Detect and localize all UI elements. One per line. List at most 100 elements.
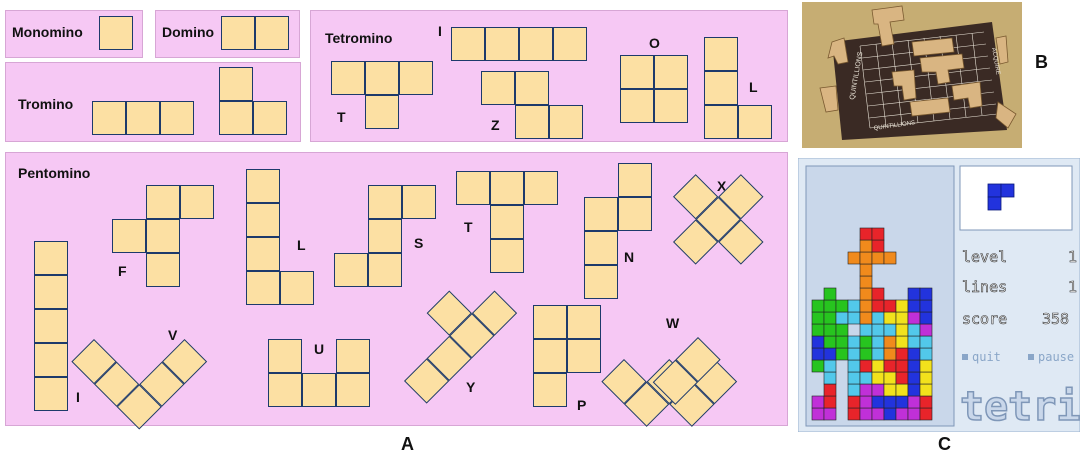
tetris-logo: tetris <box>960 384 1080 430</box>
tetris-block <box>847 359 861 373</box>
monomino-square <box>99 16 133 50</box>
tetris-block <box>847 335 861 349</box>
tetris-block <box>871 251 885 265</box>
pause-bullet <box>1028 354 1034 360</box>
tetris-block <box>811 395 825 409</box>
tetris-block <box>883 395 897 409</box>
pentomino-letter-x: X <box>717 178 727 194</box>
tetris-block <box>823 335 837 349</box>
tetris-block <box>883 335 897 349</box>
tetromino-i-square <box>553 27 587 61</box>
tetromino-o-square <box>654 55 688 89</box>
board-text-bottom: QUINTILLIONS <box>873 120 915 132</box>
tetris-block <box>919 347 933 361</box>
tetromino-l-square <box>704 71 738 105</box>
tetris-block <box>871 383 885 397</box>
pentomino-letter-n: N <box>624 249 635 265</box>
panel-label-a: A <box>401 434 414 454</box>
pentomino-letter-v: V <box>168 327 178 343</box>
pentomino-letter-t: T <box>464 219 473 235</box>
tetris-block <box>919 383 933 397</box>
board-text-right: ACQUIRE <box>990 47 1001 75</box>
tetris-block <box>811 311 825 325</box>
tetris-block <box>823 323 837 337</box>
monomino-label: Monomino <box>12 24 83 40</box>
pentomino-p-square <box>567 305 601 339</box>
tetris-block <box>835 347 849 361</box>
pentomino-i-square <box>34 309 68 343</box>
tetromino-o-square <box>620 55 654 89</box>
tetris-block <box>883 251 897 265</box>
tetris-block <box>859 263 873 277</box>
pentomino-i-square <box>34 343 68 377</box>
pentomino-s-square <box>334 253 368 287</box>
pentomino-s-square <box>368 185 402 219</box>
tetromino-letter-z: Z <box>491 117 500 133</box>
pentomino-s-square <box>402 185 436 219</box>
pentomino-n-square <box>618 197 652 231</box>
tetris-block <box>847 251 861 265</box>
pentomino-letter-y: Y <box>466 379 476 395</box>
pause-button[interactable]: pause <box>1038 350 1074 364</box>
tetris-block <box>847 371 861 385</box>
pentomino-t-square <box>524 171 558 205</box>
pentomino-f-square <box>146 219 180 253</box>
tetris-block <box>907 299 921 313</box>
tetris-block <box>883 311 897 325</box>
tetris-block <box>895 323 909 337</box>
tetris-block <box>811 323 825 337</box>
tetris-block <box>835 299 849 313</box>
tetris-block <box>907 407 921 421</box>
pentomino-p-square <box>533 305 567 339</box>
tetris-block <box>823 371 837 385</box>
tetris-block <box>859 251 873 265</box>
pentomino-l-square <box>246 203 280 237</box>
tetris-block <box>835 323 849 337</box>
pentomino-letter-s: S <box>414 235 424 251</box>
tetris-block <box>811 299 825 313</box>
tetris-block <box>907 371 921 385</box>
tetris-block <box>895 299 909 313</box>
pentomino-i-square <box>34 241 68 275</box>
tetris-block <box>859 395 873 409</box>
tetris-block <box>895 407 909 421</box>
pentomino-f-square <box>146 185 180 219</box>
tetris-block <box>895 347 909 361</box>
pentomino-p-square <box>533 339 567 373</box>
board-game-photo: QUINTILLIONS ACQUIRE QUINTILLIONS <box>802 2 1022 148</box>
tetris-block <box>919 407 933 421</box>
tromino-square <box>126 101 160 135</box>
tetris-block <box>823 347 837 361</box>
tetromino-i-square <box>519 27 553 61</box>
tetromino-o-square <box>654 89 688 123</box>
pentomino-s-square <box>368 219 402 253</box>
pentomino-f-square <box>180 185 214 219</box>
tromino-panel: Tromino <box>5 62 301 142</box>
tetromino-l-square <box>704 105 738 139</box>
pentomino-label: Pentomino <box>18 165 91 181</box>
monomino-panel: Monomino <box>5 10 143 58</box>
tetris-block <box>895 311 909 325</box>
pentomino-t-square <box>490 239 524 273</box>
tetromino-t-square <box>365 61 399 95</box>
tromino-square <box>253 101 287 135</box>
board <box>832 22 1007 140</box>
pentomino-u-square <box>302 373 336 407</box>
panel-label-b: B <box>1035 52 1048 72</box>
pentomino-letter-f: F <box>118 263 127 279</box>
pentomino-p-square <box>533 373 567 407</box>
tetris-block <box>859 383 873 397</box>
quit-button[interactable]: quit <box>972 350 1001 364</box>
tetris-block <box>859 299 873 313</box>
tetris-block <box>823 287 837 301</box>
pentomino-i-square <box>34 377 68 411</box>
tetris-block <box>871 335 885 349</box>
tetris-block <box>823 395 837 409</box>
tetris-block <box>859 239 873 253</box>
pentomino-t-square <box>490 171 524 205</box>
tetris-block <box>847 395 861 409</box>
tetris-block <box>919 371 933 385</box>
tetris-block <box>871 407 885 421</box>
tetris-block <box>859 359 873 373</box>
tetromino-label: Tetromino <box>325 30 393 46</box>
